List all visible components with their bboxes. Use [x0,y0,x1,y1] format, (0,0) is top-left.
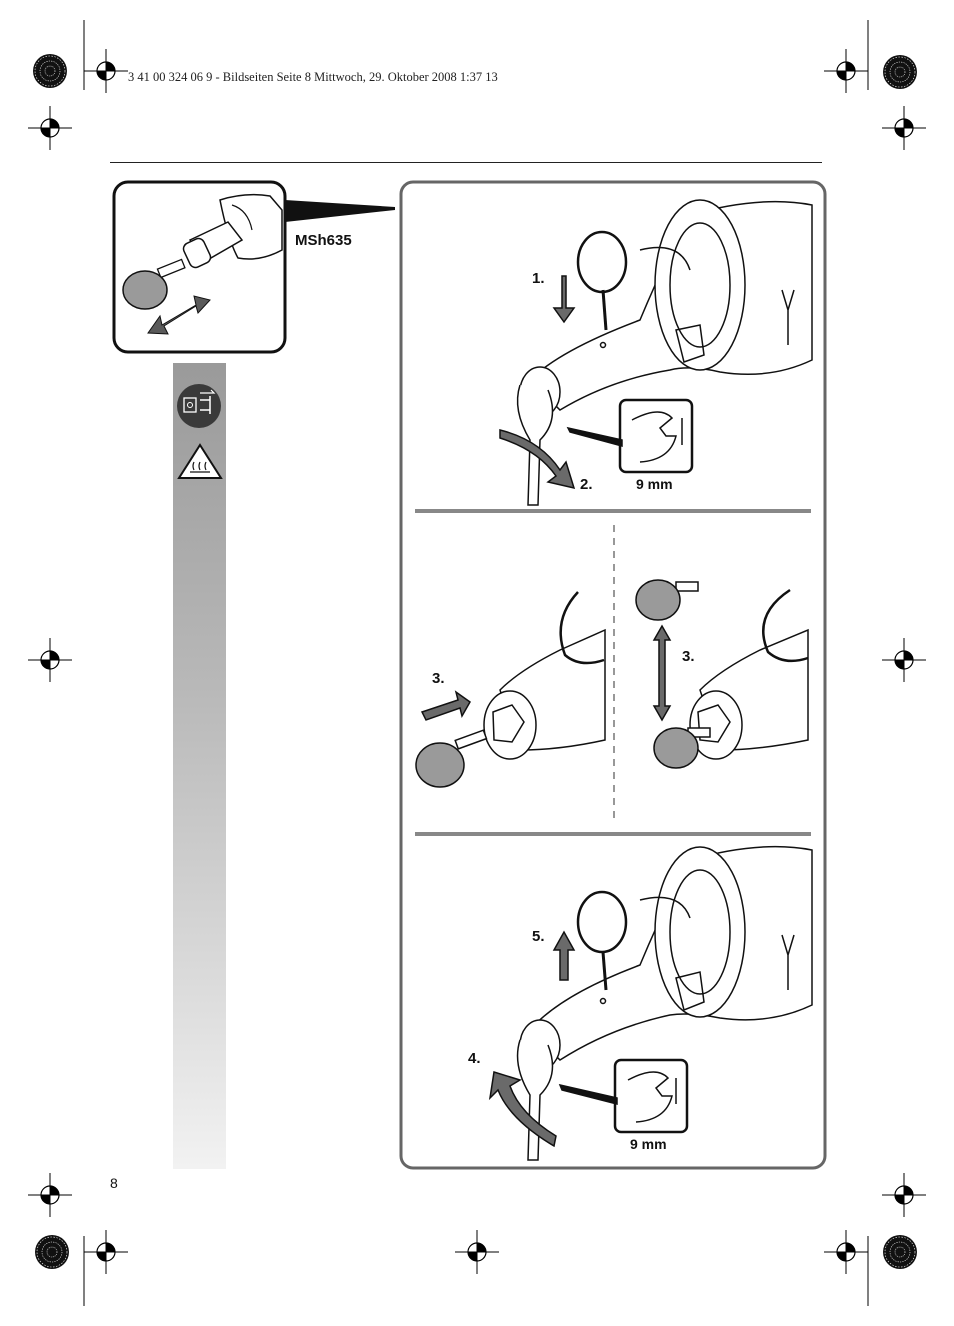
side-strip [173,363,226,1169]
divider-2 [415,832,811,836]
wrench-size-top: 9 mm [636,476,673,492]
panel-2-drawing [415,579,809,788]
step-1-label: 1. [532,270,545,287]
registration-marks [27,20,927,1306]
model-label: MSh635 [295,232,352,249]
wrench-size-bottom: 9 mm [630,1136,667,1152]
divider-1 [415,509,811,513]
inset-diagram [112,180,395,354]
panel-1-drawing [499,199,813,506]
step-3b-label: 3. [682,648,695,665]
step-4-label: 4. [468,1050,481,1067]
step-2-label: 2. [580,476,593,493]
print-slug: 3 41 00 324 06 9 - Bildseiten Seite 8 Mi… [128,70,498,84]
step-5-label: 5. [532,928,545,945]
panel-3-drawing [488,845,813,1161]
unplug-icon [177,384,221,428]
step-3a-label: 3. [432,670,445,687]
header-rule [110,162,822,163]
hot-surface-warning-icon [177,443,223,479]
page-number: 8 [110,1175,118,1191]
